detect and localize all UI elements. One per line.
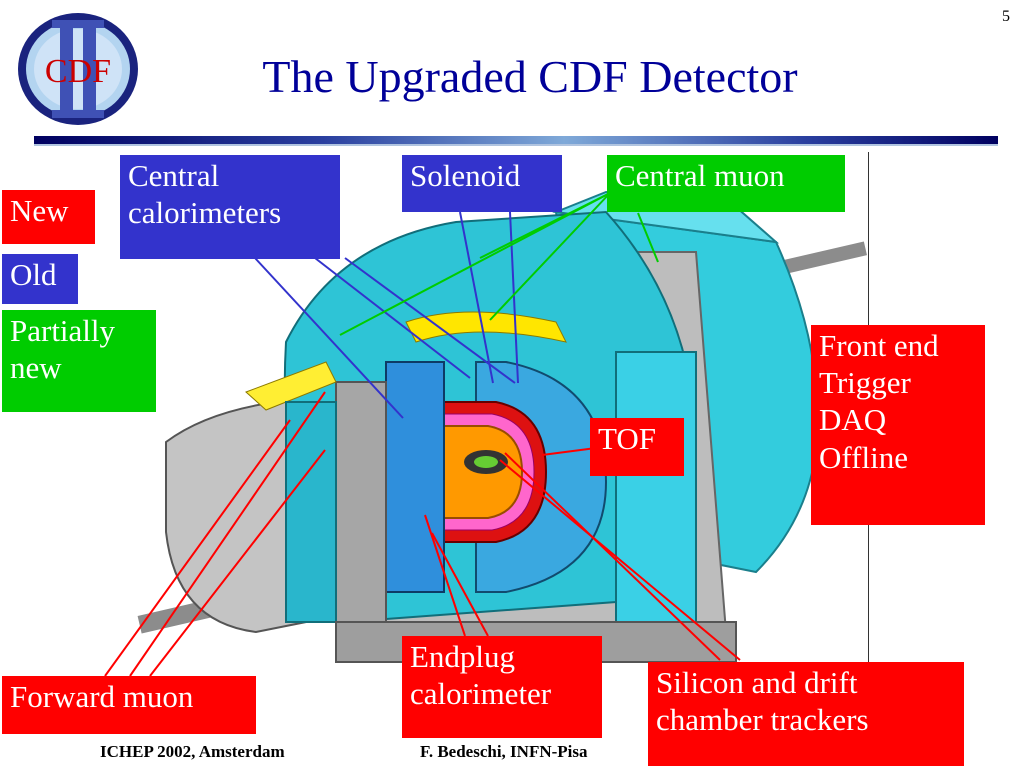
legend-old: Old [2, 254, 78, 304]
logo-text: CDF [45, 53, 111, 90]
page-title: The Upgraded CDF Detector [262, 51, 798, 102]
cdf-logo: CDF [18, 13, 138, 125]
callout-endplug-calorimeter: Endplug calorimeter [402, 636, 602, 738]
footer-conference: ICHEP 2002, Amsterdam [100, 742, 285, 761]
title-rule [34, 136, 998, 144]
legend-new: New [2, 190, 95, 244]
callout-tof: TOF [590, 418, 684, 476]
callout-solenoid: Solenoid [402, 155, 562, 212]
footer-author: F. Bedeschi, INFN-Pisa [420, 742, 588, 761]
callout-front-end: Front end Trigger DAQ Offline [811, 325, 985, 525]
legend-partially-new: Partially new [2, 310, 156, 412]
page-number: 5 [1002, 8, 1010, 25]
callout-central-calorimeters: Central calorimeters [120, 155, 340, 259]
callout-central-muon: Central muon [607, 155, 845, 212]
callout-forward-muon: Forward muon [2, 676, 256, 734]
callout-silicon-drift: Silicon and drift chamber trackers [648, 662, 964, 766]
title-rule-shadow [34, 144, 998, 146]
